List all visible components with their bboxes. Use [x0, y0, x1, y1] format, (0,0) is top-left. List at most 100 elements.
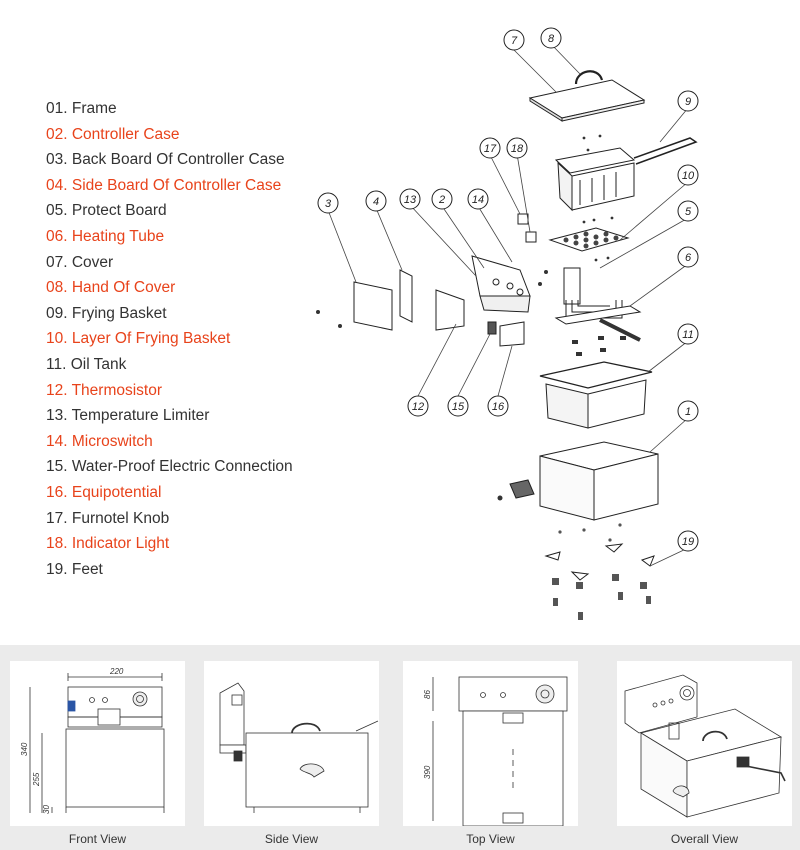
callout: 9 [677, 90, 699, 112]
callout-number: 10 [682, 170, 695, 182]
part-knob-indicator [517, 213, 537, 243]
part-list-item: 16. Equipotential [46, 483, 162, 501]
callout-circle [677, 323, 699, 345]
part-list-item: 10. Layer Of Frying Basket [46, 330, 231, 348]
views-strip: 220 340 255 30 [0, 645, 800, 850]
callout-layer: 7 8 9 17 18 10 5 3 4 13 2 14 6 11 12 15 16 1 19 [317, 27, 699, 552]
part-list-item: 02. Controller Case [46, 125, 180, 143]
part-fasteners [316, 134, 626, 356]
part-list-item: 19. Feet [46, 560, 103, 578]
side-view-panel [204, 661, 379, 826]
callout: 15 [447, 395, 469, 417]
callout: 10 [677, 164, 699, 186]
callout: 6 [677, 246, 699, 268]
callout: 13 [399, 188, 421, 210]
part-frying-basket [554, 137, 698, 212]
callout: 4 [365, 190, 387, 212]
part-list-item: 09. Frying Basket [46, 304, 167, 322]
part-list-item: 03. Back Board Of Controller Case [46, 151, 285, 169]
front-view-drawing: 220 340 255 30 [20, 667, 165, 814]
callout-circle [407, 395, 429, 417]
callout-circle [447, 395, 469, 417]
callout: 17 [479, 137, 501, 159]
top-view-panel: 86 390 [403, 661, 578, 827]
callout-circle [677, 400, 699, 422]
part-thermosistor [435, 289, 465, 331]
exploded-diagram: 7 8 9 17 18 10 5 3 4 13 2 14 6 11 12 15 16 1 19 [316, 27, 699, 620]
part-heating-tube [554, 267, 642, 342]
view-caption: Front View [68, 832, 127, 846]
front-view-panel: 220 340 255 30 [10, 661, 185, 826]
part-list-item: 04. Side Board Of Controller Case [46, 176, 282, 194]
callout-circle [677, 90, 699, 112]
part-hand-of-cover [574, 70, 604, 85]
part-list-item: 08. Hand Of Cover [46, 279, 176, 297]
part-list-item: 11. Oil Tank [46, 355, 127, 373]
callout: 19 [677, 530, 699, 552]
view-caption: Side View [264, 832, 319, 846]
dim-panel: 86 [423, 690, 432, 699]
part-list-item: 13. Temperature Limiter [46, 407, 210, 425]
callout-number: 5 [685, 206, 692, 218]
part-layer-of-basket [548, 227, 630, 252]
callout-number: 6 [685, 252, 692, 264]
callout: 11 [677, 323, 699, 345]
callout-number: 8 [548, 33, 555, 45]
callout-circle [467, 188, 489, 210]
callout: 12 [407, 395, 429, 417]
callout-number: 14 [472, 194, 484, 206]
callout-number: 2 [438, 194, 445, 206]
part-list-item: 18. Indicator Light [46, 535, 170, 553]
callout-circle [479, 137, 501, 159]
callout-circle [365, 190, 387, 212]
part-oil-tank [539, 361, 653, 429]
callout: 1 [677, 400, 699, 422]
callout: 2 [431, 188, 453, 210]
callout-number: 11 [682, 329, 693, 341]
callout-number: 3 [325, 198, 332, 210]
part-list-item: 05. Protect Board [46, 202, 167, 220]
callout-circle [540, 27, 562, 49]
callout: 7 [503, 29, 525, 51]
view-caption: Overall View [670, 832, 739, 846]
callout: 3 [317, 192, 339, 214]
callout: 16 [487, 395, 509, 417]
part-frame [497, 441, 659, 521]
callout: 5 [677, 200, 699, 222]
callout-circle [677, 164, 699, 186]
part-side-board [399, 269, 413, 323]
callout-number: 4 [373, 196, 379, 208]
callout-number: 19 [682, 536, 694, 548]
part-cover [528, 79, 646, 122]
callout-number: 18 [511, 143, 524, 155]
part-list-item: 14. Microswitch [46, 432, 153, 450]
view-caption: Top View [466, 832, 515, 846]
callout-circle [431, 188, 453, 210]
callout-circle [506, 137, 528, 159]
overall-view-panel [617, 661, 792, 826]
callout-number: 12 [412, 401, 424, 413]
callout-circle [399, 188, 421, 210]
part-electric-connection [487, 321, 525, 347]
callout-circle [677, 200, 699, 222]
callout: 18 [506, 137, 528, 159]
part-controller-case [471, 255, 531, 313]
callout-number: 1 [685, 406, 691, 418]
callout-circle [487, 395, 509, 417]
callout-number: 15 [452, 401, 465, 413]
dim-height-tank: 255 [32, 772, 41, 787]
callout-circle [503, 29, 525, 51]
dim-height-total: 340 [20, 742, 29, 756]
leader-lines [327, 43, 689, 567]
part-list-item: 15. Water-Proof Electric Connection [46, 458, 293, 476]
side-view-drawing [219, 682, 379, 813]
callout-circle [677, 530, 699, 552]
dim-width: 220 [109, 667, 124, 676]
part-list-item: 17. Furnotel Knob [46, 509, 170, 527]
part-feet [544, 523, 655, 620]
part-list-item: 07. Cover [46, 253, 114, 271]
callout-number: 13 [404, 194, 417, 206]
part-list-item: 01. Frame [46, 100, 117, 117]
parts-list: 01. Frame 02. Controller Case 03. Back Boa… [46, 96, 293, 582]
callout-number: 16 [492, 401, 505, 413]
